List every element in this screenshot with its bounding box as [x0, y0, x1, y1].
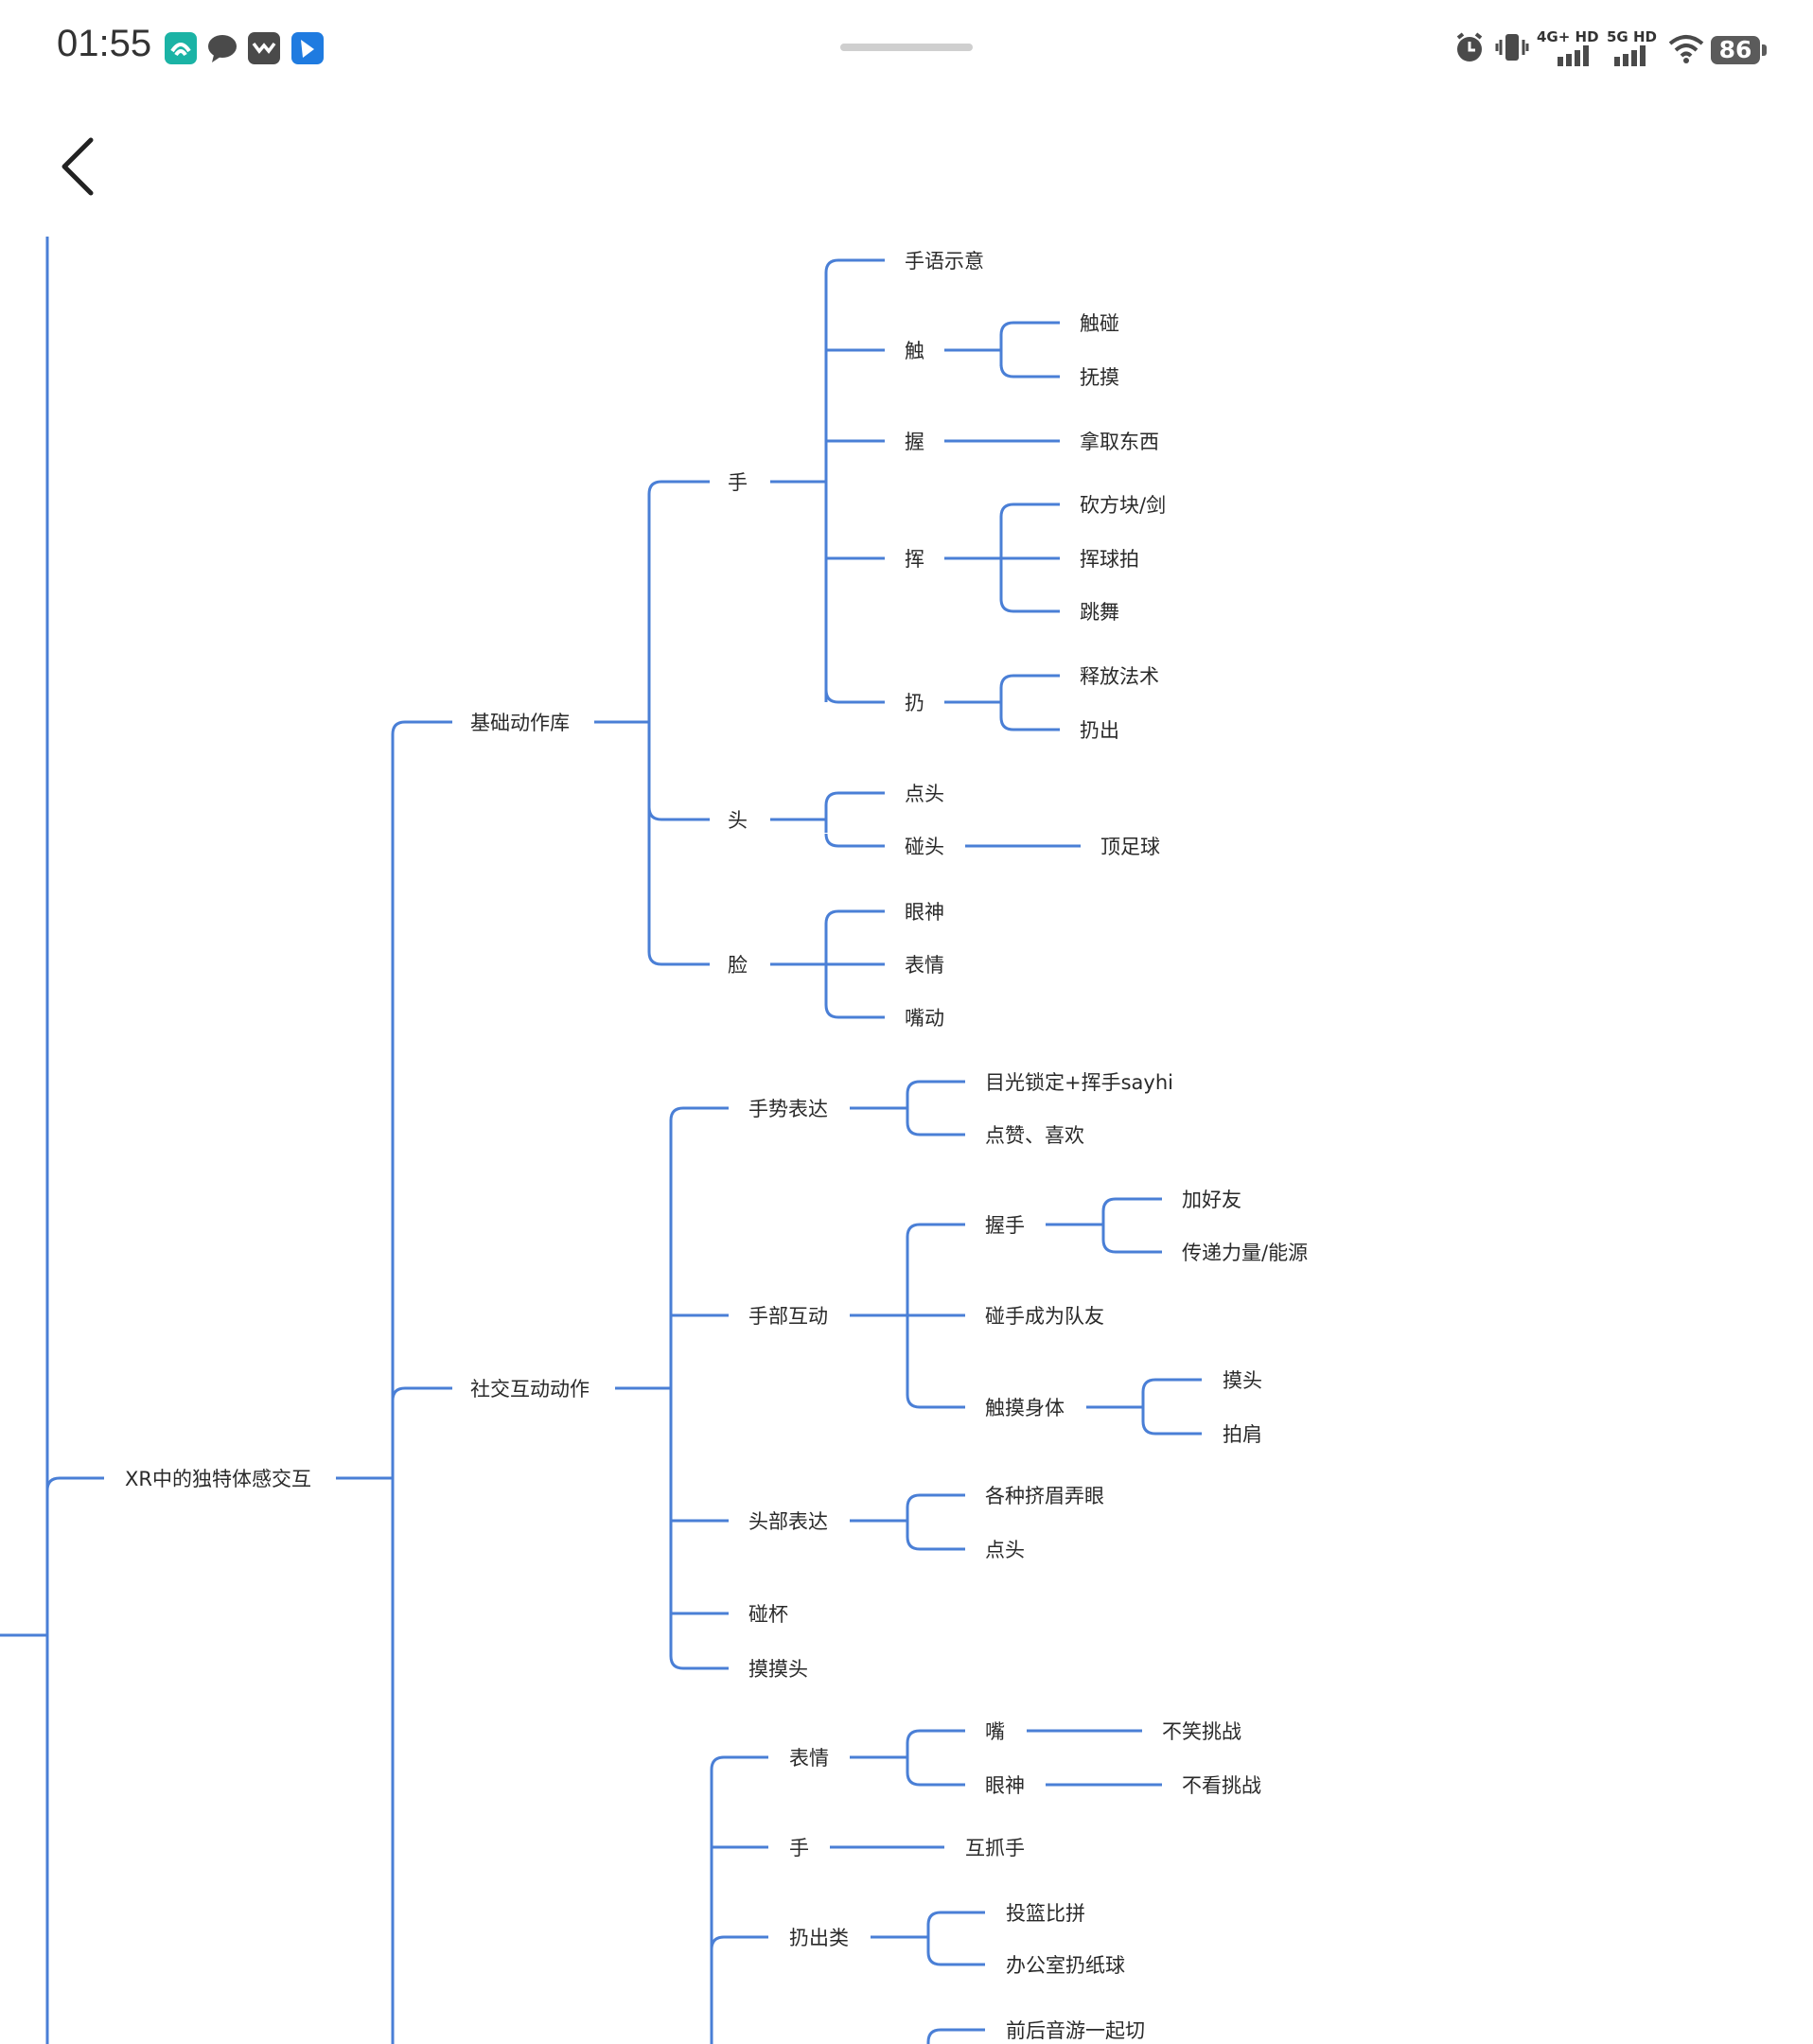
vibrate-icon — [1493, 26, 1531, 68]
mindmap-node[interactable]: 手语示意 — [905, 250, 984, 273]
mindmap-node[interactable]: 顶足球 — [1100, 836, 1160, 858]
mindmap-node[interactable]: 手部互动 — [748, 1305, 828, 1328]
mindmap-node[interactable]: 前后音游一起切 — [1006, 2019, 1145, 2042]
mindmap-node[interactable]: 眼神 — [985, 1774, 1025, 1797]
signal-5g-icon — [1614, 45, 1648, 66]
mindmap-node[interactable]: 触摸身体 — [985, 1397, 1065, 1419]
mindmap-node[interactable]: 扔出类 — [789, 1927, 849, 1949]
mindmap-node[interactable]: 挥球拍 — [1080, 548, 1139, 571]
mindmap-node[interactable]: 跳舞 — [1080, 601, 1119, 624]
mindmap-node[interactable]: 摸摸头 — [748, 1658, 808, 1681]
mindmap-node[interactable]: 扔出 — [1080, 719, 1119, 742]
chevron-left-icon — [62, 137, 94, 196]
feishu-app-icon — [291, 32, 324, 64]
mindmap-node[interactable]: 传递力量/能源 — [1182, 1242, 1308, 1264]
connect-app-icon — [165, 32, 197, 64]
status-bar: 01:55 4G+ HD 5G HD 86 — [0, 0, 1813, 104]
mindmap-node[interactable]: 头 — [728, 809, 748, 832]
mindmap-node[interactable]: 点赞、喜欢 — [985, 1124, 1084, 1147]
mindmap-node[interactable]: 手 — [789, 1837, 809, 1859]
network-label-1: 4G+ HD — [1537, 28, 1599, 45]
mindmap-node[interactable]: 拿取东西 — [1080, 431, 1159, 453]
mindmap-node[interactable]: 挥 — [905, 548, 924, 571]
mindmap-node[interactable]: 碰头 — [905, 836, 944, 858]
battery-tip — [1762, 44, 1767, 56]
mindmap-node[interactable]: 投篮比拼 — [1006, 1902, 1085, 1925]
mail-app-icon — [248, 32, 280, 64]
mindmap-node[interactable]: 砍方块/剑 — [1080, 494, 1166, 517]
mindmap-node[interactable]: 手势表达 — [748, 1098, 828, 1120]
mindmap-node[interactable]: 嘴动 — [905, 1007, 944, 1030]
battery-level: 86 — [1711, 36, 1760, 64]
mind-map-connectors — [0, 237, 1202, 2044]
back-button[interactable] — [53, 132, 106, 201]
mindmap-node[interactable]: 握手 — [985, 1214, 1025, 1237]
mindmap-node[interactable]: 嘴 — [985, 1720, 1005, 1743]
mindmap-node[interactable]: 表情 — [905, 954, 944, 977]
network-label-2: 5G HD — [1607, 28, 1657, 45]
mindmap-node[interactable]: 碰杯 — [748, 1603, 788, 1626]
mindmap-node[interactable]: 拍肩 — [1223, 1423, 1262, 1446]
mindmap-node[interactable]: 各种挤眉弄眼 — [985, 1485, 1104, 1507]
mindmap-node[interactable]: 社交互动动作 — [470, 1378, 590, 1401]
wifi-icon — [1667, 26, 1705, 68]
mindmap-node[interactable]: 扔 — [905, 692, 924, 714]
mindmap-node[interactable]: 眼神 — [905, 901, 944, 924]
drag-handle[interactable] — [840, 44, 973, 51]
mindmap-node[interactable]: 互抓手 — [965, 1837, 1025, 1859]
mindmap-node[interactable]: 释放法术 — [1080, 665, 1159, 688]
mindmap-node[interactable]: 点头 — [905, 783, 944, 805]
mindmap-node[interactable]: 基础动作库 — [470, 712, 570, 734]
mind-map-labels: XR中的独特体感交互 基础动作库 手 手语示意 触 触碰 抚摸 握 拿取东西 挥… — [125, 250, 1308, 2042]
chat-bubble-icon — [206, 32, 238, 64]
mindmap-node[interactable]: 目光锁定+挥手sayhi — [985, 1071, 1173, 1094]
mindmap-node[interactable]: 头部表达 — [748, 1510, 828, 1533]
signal-4g-icon — [1558, 45, 1592, 66]
mindmap-node[interactable]: 触碰 — [1080, 312, 1119, 335]
mindmap-node[interactable]: 办公室扔纸球 — [1006, 1954, 1125, 1977]
mindmap-node[interactable]: 碰手成为队友 — [985, 1305, 1104, 1328]
mindmap-node[interactable]: 不看挑战 — [1182, 1774, 1261, 1797]
status-time: 01:55 — [57, 23, 152, 64]
mindmap-node[interactable]: 表情 — [789, 1747, 829, 1770]
mindmap-node[interactable]: 手 — [728, 471, 748, 494]
mindmap-node[interactable]: 脸 — [728, 954, 748, 977]
mindmap-node[interactable]: 不笑挑战 — [1162, 1720, 1241, 1743]
mindmap-node[interactable]: 摸头 — [1223, 1369, 1262, 1392]
mindmap-node[interactable]: 触 — [905, 340, 924, 362]
mindmap-node[interactable]: 点头 — [985, 1539, 1025, 1561]
mindmap-node[interactable]: 抚摸 — [1080, 366, 1119, 389]
mindmap-node[interactable]: 握 — [905, 431, 924, 453]
alarm-icon — [1453, 26, 1486, 68]
mindmap-node[interactable]: 加好友 — [1182, 1189, 1241, 1211]
mindmap-node-root[interactable]: XR中的独特体感交互 — [125, 1468, 311, 1490]
